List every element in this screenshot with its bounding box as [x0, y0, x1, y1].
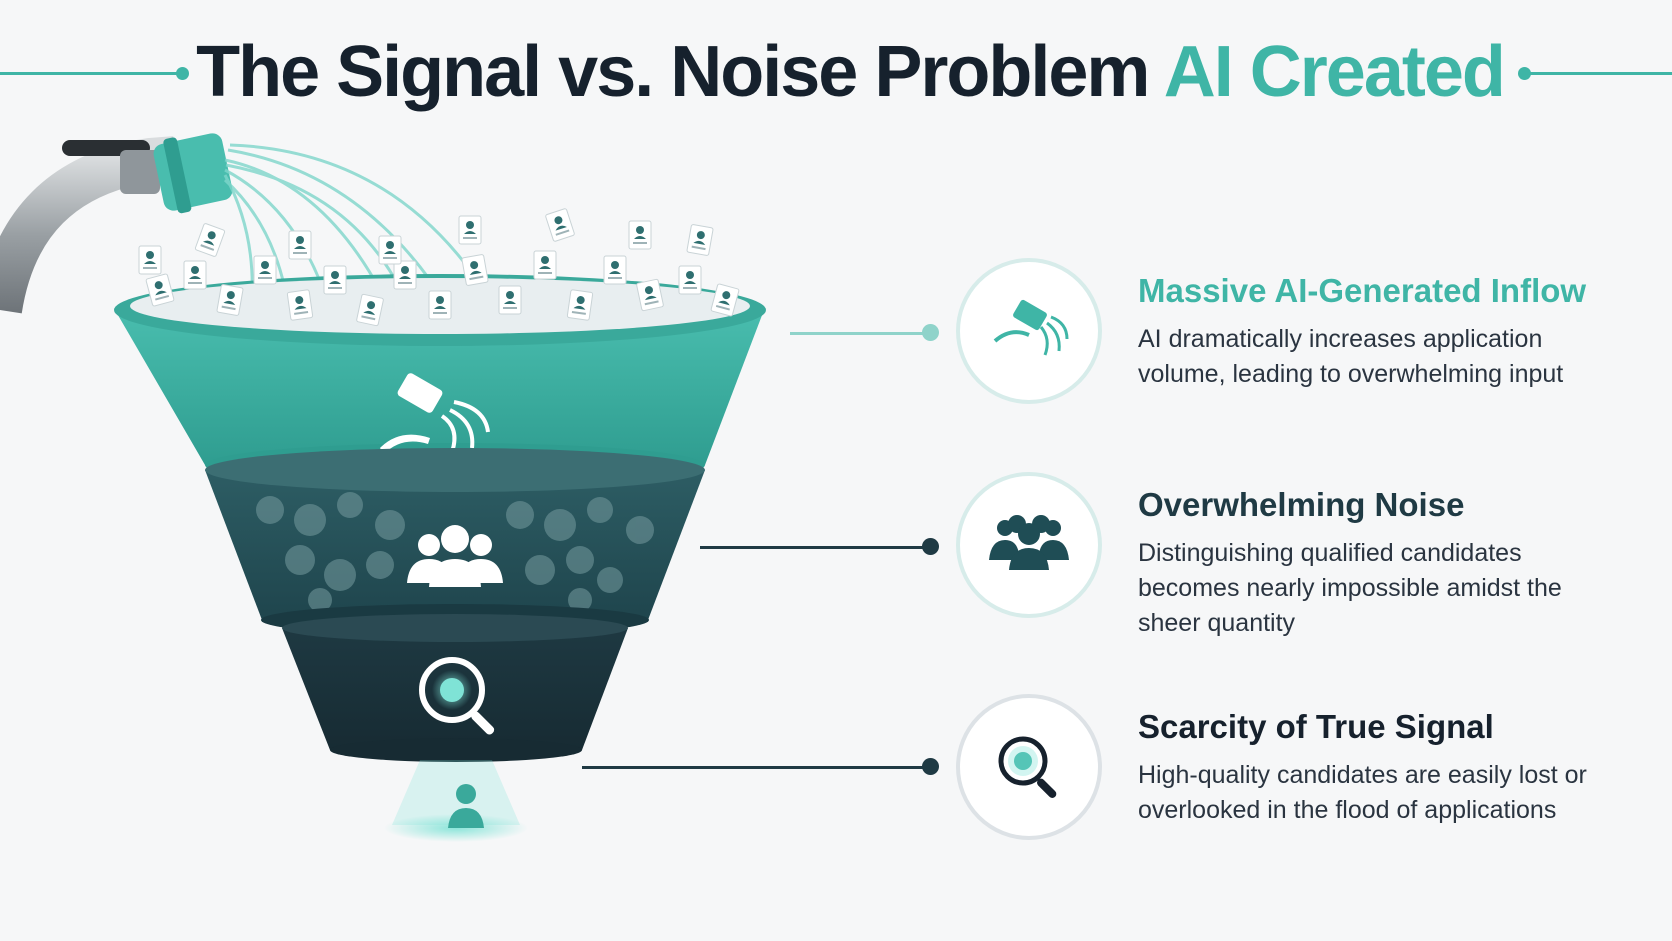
item-description: Distinguishing qualified candidates beco… — [1138, 539, 1562, 637]
title-dot-right — [1518, 67, 1531, 80]
item-description: AI dramatically increases application vo… — [1138, 325, 1564, 388]
title-dot-left — [176, 67, 189, 80]
connector-dot-3 — [922, 758, 939, 775]
overflowing-applications — [138, 207, 740, 327]
hose-icon — [956, 258, 1102, 404]
title-accent: AI Created — [1163, 32, 1506, 112]
connector-3 — [582, 766, 930, 769]
hose-pipe — [0, 133, 233, 314]
item-heading: Scarcity of True Signal — [1138, 708, 1494, 745]
page-title: The Signal vs. Noise Problem AI Created — [190, 30, 1510, 114]
signal-output — [384, 760, 528, 842]
title-line-right — [1526, 72, 1672, 75]
title-main: The Signal vs. Noise Problem — [196, 32, 1164, 112]
connector-1 — [790, 332, 930, 335]
connector-2 — [700, 546, 930, 549]
funnel-magnifier-icon — [419, 657, 495, 735]
item-description: High-quality candidates are easily lost … — [1138, 761, 1587, 824]
crowd-icon — [956, 472, 1102, 618]
title-line-left — [0, 72, 178, 75]
title-row: The Signal vs. Noise Problem AI Created — [0, 22, 1672, 122]
item-heading: Massive AI-Generated Inflow — [1138, 272, 1587, 309]
funnel-illustration — [0, 133, 766, 842]
connector-dot-2 — [922, 538, 939, 555]
item-heading: Overwhelming Noise — [1138, 486, 1465, 523]
funnel-crowd-icon — [407, 525, 503, 587]
connector-dot-1 — [922, 324, 939, 341]
magnifier-icon — [956, 694, 1102, 840]
